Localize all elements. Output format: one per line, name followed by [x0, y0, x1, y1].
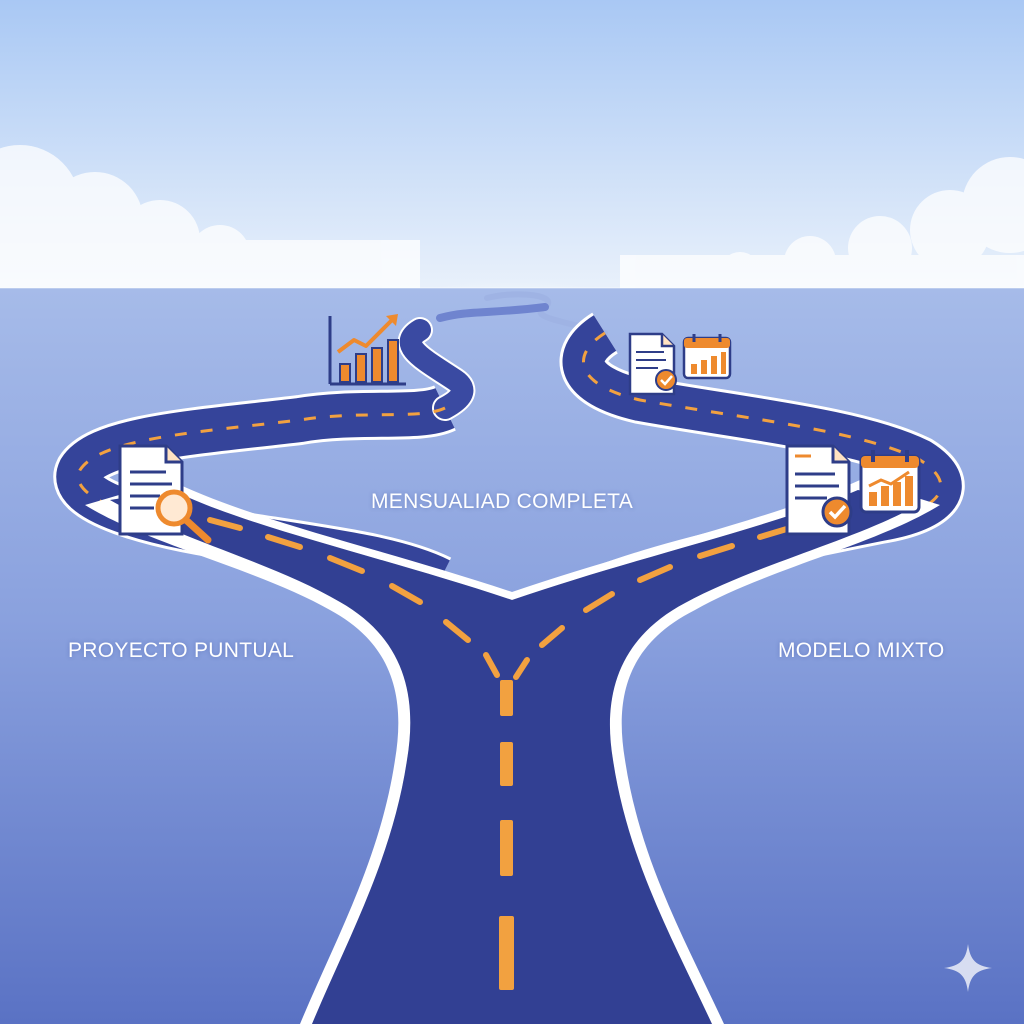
modelo-mixto-label: MODELO MIXTO — [778, 639, 945, 662]
document-search-icon — [118, 444, 212, 544]
main-road-trunk — [85, 480, 940, 1024]
sparkle-icon — [944, 944, 992, 992]
clouds-left — [0, 145, 420, 293]
document-check-calendar-chart-icon — [785, 444, 921, 536]
clouds-right — [620, 157, 1024, 294]
growth-chart-icon — [328, 314, 406, 386]
document-check-calendar-chart-icon-far — [628, 332, 732, 396]
proyecto-puntual-label: PROYECTO PUNTUAL — [68, 639, 295, 662]
mensualidad-completa-label: MENSUALIAD COMPLETA — [371, 490, 634, 513]
